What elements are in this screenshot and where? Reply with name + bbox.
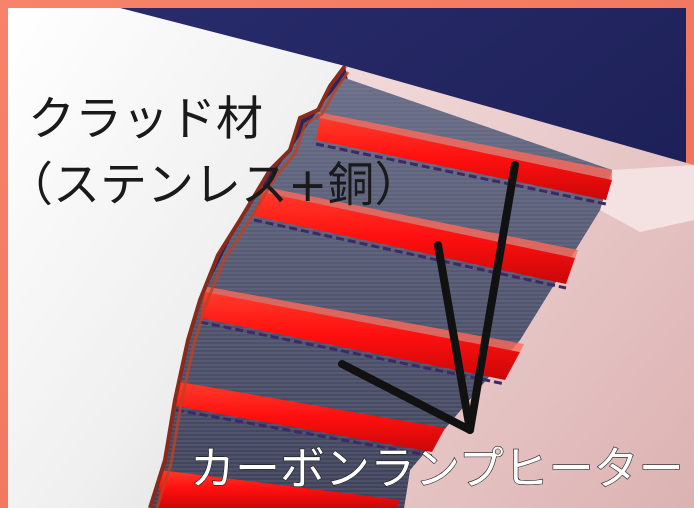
pointer-line-2: [434, 241, 474, 434]
heater-strip-3-highlight: [203, 286, 524, 352]
heater-strip-4-electrode: [175, 408, 433, 458]
heater-strip-2-electrode: [253, 218, 567, 290]
pointer-line-3: [338, 360, 474, 434]
heater-strip-5: [158, 470, 400, 508]
cladding-label-line1: クラッド材: [28, 92, 263, 147]
heater-label: カーボンランプヒーター: [189, 442, 684, 495]
housing-wall: [345, 66, 694, 508]
heater-strip-1-highlight: [318, 112, 612, 180]
heater-strip-3: [200, 292, 520, 380]
cladding-cut-edge: [148, 64, 347, 508]
heater-strip-4: [176, 382, 445, 452]
heater-strip-1-electrode: [315, 142, 607, 206]
cladding-copper-layer: [155, 71, 350, 508]
pointer-line-1: [466, 161, 519, 434]
heater-strip-3-electrode: [199, 320, 506, 386]
housing-inner-face: [600, 165, 694, 232]
cladding-block: [8, 8, 345, 508]
cladding-label-line2: （ステンレス+銅）: [6, 158, 422, 213]
heater-strip-1: [316, 118, 612, 200]
